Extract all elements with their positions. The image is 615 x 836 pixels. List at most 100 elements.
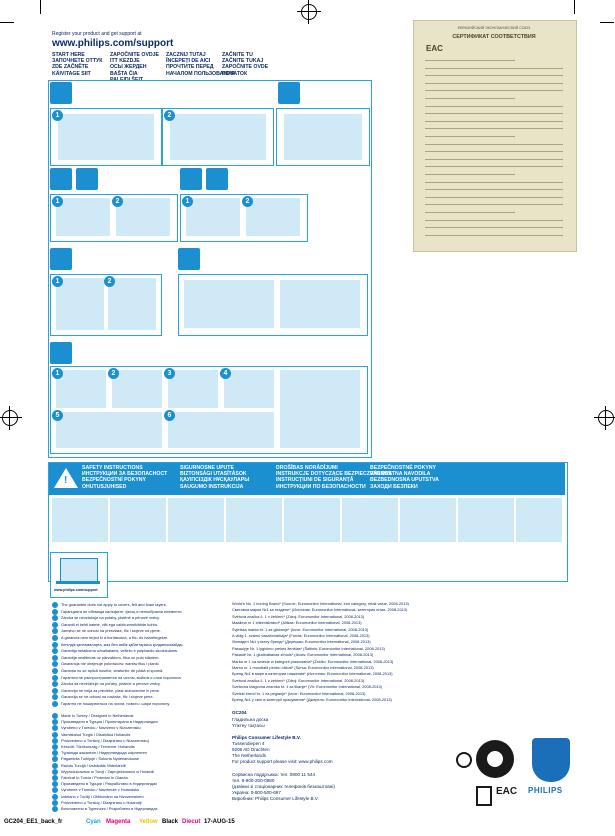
registration-mark-right: [594, 406, 615, 430]
made-in-text: Valmistatud Türgis / Disainitud Hollandi…: [61, 731, 131, 737]
award-item: Световна марка №1 за гладене* (Източник:…: [232, 607, 407, 613]
iron-icon: [50, 168, 72, 190]
step-number: 3: [164, 368, 175, 379]
support-url[interactable]: www.philips.com/support: [52, 38, 174, 49]
made-in-text: Fabricat în Turcia / Proiectat în Olanda: [61, 775, 128, 781]
company-line-3: 9206 AD Drachten: [232, 747, 270, 752]
language-bullet-icon: [52, 762, 58, 769]
guarantee-item: Gwarancja nie obejmuje pokrowców, warstw…: [52, 661, 160, 668]
iron-rest-illustration: [56, 198, 110, 236]
certificate-top-title: ЕВРАЗИЙСКИЙ ЭКОНОМИЧЕСКИЙ СОЮЗ: [457, 26, 531, 30]
language-bullet-icon: [52, 799, 58, 806]
made-in-item: Pagaminta Turkijoje / Sukurta Nyderlandu…: [52, 756, 140, 763]
fold-illustration: [112, 370, 162, 408]
start-label-2: ZAPOČNITE OVDJE ITT KEZDJE ОСЫ ЖЕРДЕН BA…: [110, 52, 160, 83]
made-in-text: Произведено в Турция / Проектирано в Нид…: [61, 719, 158, 725]
award-text: Бренд №1 в мире в категории глажения* (И…: [232, 671, 393, 677]
language-bullet-icon: [52, 602, 58, 608]
safety-illustration: [52, 498, 108, 542]
guarantee-text: Гаранцията не обхваща калъфите, филц и п…: [61, 608, 183, 614]
made-in-item: Wyprodukowano w Turcji / Zaprojektowano …: [52, 768, 154, 775]
language-bullet-icon: [52, 641, 58, 648]
certificate-text-line: [425, 219, 563, 221]
guarantee-text: Garantija netaikoma užvalkalams, veltini…: [61, 648, 178, 654]
step-number: 1: [52, 196, 63, 207]
guarantee-item: Garantija neattiecas uz pārvalkiem, filc…: [52, 654, 160, 662]
laptop-icon: [60, 558, 98, 582]
language-bullet-icon: [52, 654, 58, 661]
socket-illustration: [108, 278, 156, 330]
made-in-text: Ražots Turcijā / Izstrādāts Nīderlandē: [61, 762, 126, 768]
step-number: 1: [52, 276, 63, 287]
made-in-text: Pagaminta Turkijoje / Sukurta Nyderlandu…: [61, 756, 140, 762]
guarantee-item: Гарантія не поширюється на чохли, повсть…: [52, 701, 170, 708]
guarantee-item: Кепілдік қаптамаларға, киіз бен көбік қа…: [52, 641, 184, 649]
language-bullet-icon: [52, 744, 58, 750]
fold-illustration: [168, 412, 274, 448]
made-in-text: Készült: Törökország / Tervezve: Holland…: [61, 744, 135, 750]
safety-header-2: SIGURNOSNE UPUTE BIZTONSÁGI UTASÍTÁSOK Қ…: [180, 465, 250, 490]
award-text: Әлемдегі №1 үтіктеу бренді* (Дереккөз: E…: [232, 639, 371, 645]
guarantee-item: Garantii ei kehti katete, vilti ega vaht…: [52, 621, 158, 629]
start-label-4: ZAČNITE TU ZAČNITE TUKAJ ZAPOČNITE OVDE …: [222, 52, 269, 77]
step-number: 1: [182, 196, 193, 207]
award-text: Pasaulyje Nr. 1 lyginimo prekės ženklas*…: [232, 645, 385, 651]
certificate-text-line: [425, 174, 515, 175]
certificate-text-line: [425, 136, 515, 137]
certificate-text-line: [425, 90, 563, 92]
guarantee-text: Гарантия не распространяется на чехлы, в…: [61, 674, 182, 680]
made-in-item: Түркияда жасалған / Нидерландыда әзірлен…: [52, 750, 147, 757]
award-text: Бренд №1 у світі в категорії прасування*…: [232, 697, 392, 702]
step-number: 2: [104, 276, 115, 287]
certificate-text-line: [425, 158, 563, 160]
guarantee-item: Гарантия не распространяется на чехлы, в…: [52, 674, 182, 682]
language-bullet-icon: [52, 635, 58, 641]
step-number: 2: [112, 196, 123, 207]
made-in-text: Made in Turkey / Designed in Netherlands: [61, 713, 134, 719]
socket-icon: [50, 248, 72, 270]
guarantee-item: Garanția nu se aplică huselor, straturil…: [52, 668, 163, 675]
certificate-text-line: [425, 212, 515, 213]
made-in-item: Proizvedeno u Turskoj / Dizajnirano u Ni…: [52, 737, 149, 744]
footer-code: GC204_EE1_back_fr: [4, 819, 63, 825]
made-in-text: Түркияда жасалған / Нидерландыда әзірлен…: [61, 750, 147, 756]
certificate-text-line: [425, 227, 563, 229]
language-bullet-icon: [52, 701, 58, 707]
guarantee-text: Garancija se ne odnosi na navlake, filc …: [61, 694, 154, 700]
socket-illustration: [56, 278, 104, 330]
award-text: Световна марка №1 за гладене* (Източник:…: [232, 607, 408, 613]
step-number: 1: [52, 110, 63, 121]
made-in-item: Произведено в Турция / Проектирано в Нид…: [52, 719, 158, 726]
language-bullet-icon: [52, 781, 58, 788]
guarantee-item: Гаранцията не обхваща калъфите, филц и п…: [52, 608, 183, 616]
award-item: Marca nr. 1 mondială pentru călcat* (Sur…: [232, 665, 374, 671]
award-text: Svjetska marka br. 1 za glačanje* (Izvor…: [232, 626, 369, 632]
step-number: 2: [164, 110, 175, 121]
language-bullet-icon: [52, 750, 58, 757]
crop-mark: [600, 22, 614, 23]
made-in-item: Fabricat în Turcia / Proiectat în Olanda: [52, 775, 128, 781]
made-in-text: Vyrobené v Turecku / Navrhnuté v Holands…: [61, 787, 140, 793]
print-footer: GC204_EE1_back_fr Cyan Magenta Yellow Bl…: [4, 818, 274, 830]
instruction-frame: [48, 80, 372, 458]
award-item: Pasaulyje Nr. 1 lyginimo prekės ženklas*…: [232, 646, 385, 652]
company-line-1: Philips Consumer Lifestyle B.V.: [232, 735, 301, 740]
board-top-illustration: [184, 280, 274, 328]
language-bullet-icon: [52, 674, 58, 681]
iron-rest-illustration: [116, 198, 170, 236]
safety-illustration: [168, 498, 224, 542]
guarantee-text: Garantija neattiecas uz pārvalkiem, filc…: [61, 654, 160, 660]
language-bullet-icon: [52, 806, 58, 812]
iron-icon: [180, 168, 202, 190]
made-in-item: Izdelano v Turčiji / Oblikovano na Nizoz…: [52, 793, 144, 800]
guarantee-text: Gwarancja nie obejmuje pokrowców, warstw…: [61, 661, 160, 667]
language-bullet-icon: [52, 687, 58, 694]
made-in-text: Произведено в Турции / Разработано в Нид…: [61, 781, 158, 787]
made-in-item: Виготовлено в Туреччині / Розроблено в Н…: [52, 806, 158, 812]
step-number: 2: [242, 196, 253, 207]
hand-icon: [76, 168, 98, 190]
award-text: Svetski brend br. 1 za peglanje* (Izvor:…: [232, 690, 366, 696]
award-text: Maailma nr 1 triikimisbränd* (Allikas: E…: [232, 620, 362, 626]
award-item: Marka nr 1 na świecie w kategorii prasow…: [232, 659, 393, 665]
made-in-item: Proizvedeno u Turskoj / Dizajnirano u Ho…: [52, 799, 141, 806]
